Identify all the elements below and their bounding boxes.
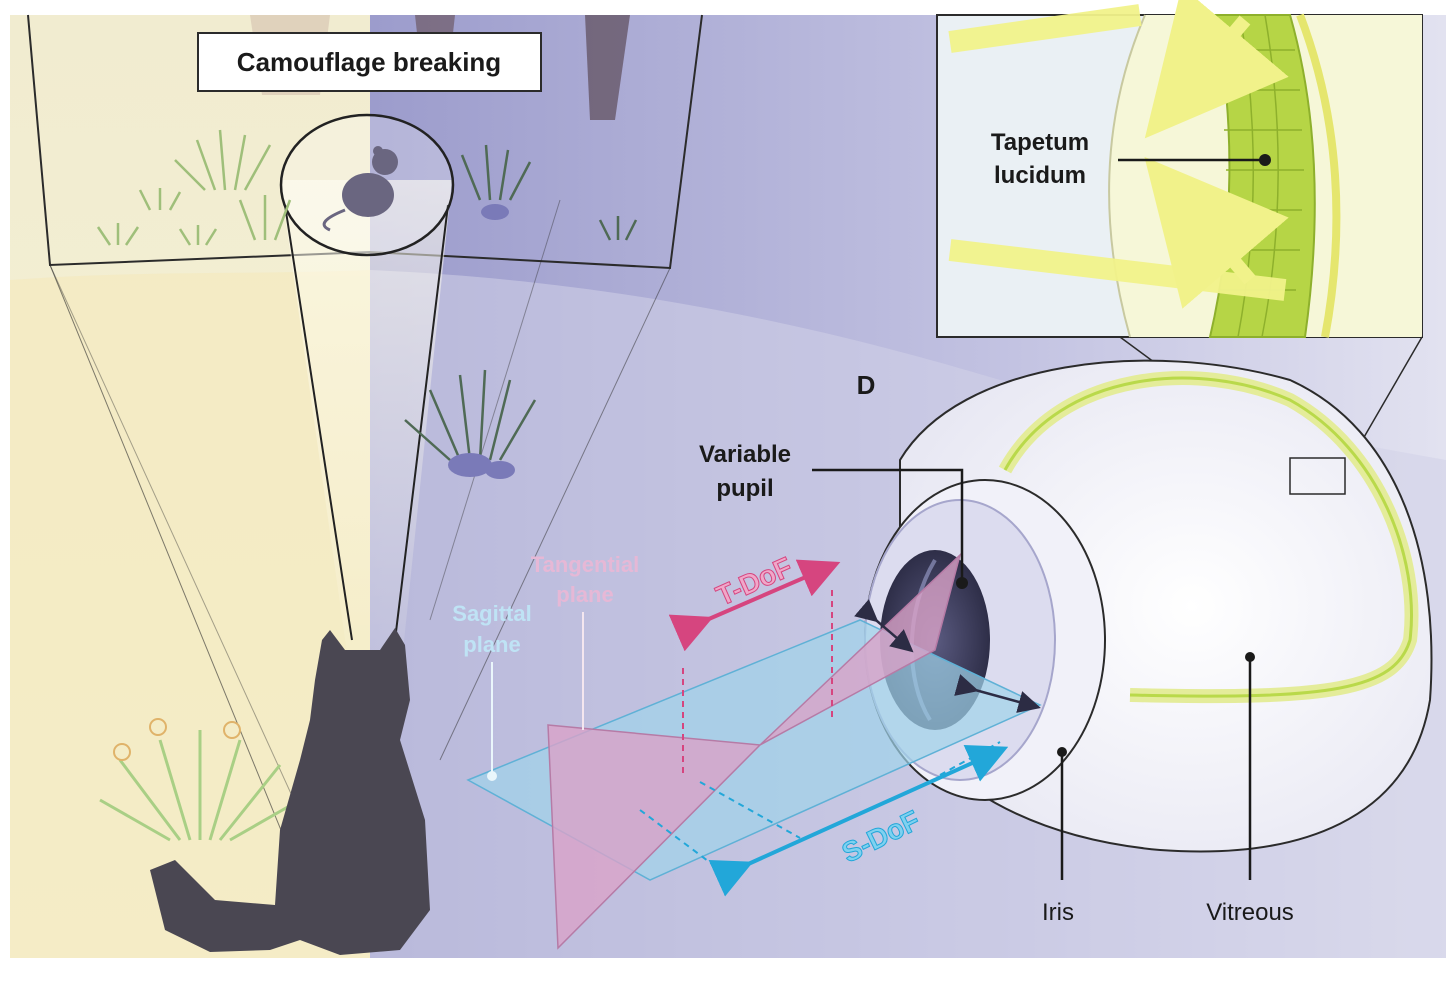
ground-shade — [10, 270, 370, 960]
panel-letter: D — [857, 370, 876, 400]
pupil-aperture-arrow-vertical — [854, 599, 914, 653]
eyeball — [864, 359, 1433, 853]
sagittal-label-line2: plane — [463, 632, 520, 657]
mouse-silhouette — [322, 146, 398, 232]
vitreous-label: Vitreous — [1206, 899, 1294, 926]
variable-pupil-line2: pupil — [716, 475, 773, 502]
tangential-label-line1: Tangential — [531, 552, 639, 577]
cat-silhouette — [150, 628, 430, 955]
variable-pupil-line1: Variable — [699, 441, 791, 468]
tapetum-inset: Tapetum lucidum — [936, 0, 1423, 338]
inset-source-box — [1289, 457, 1346, 495]
rocks-night — [448, 204, 515, 479]
light-cone-outline — [284, 204, 449, 641]
light-cone — [280, 180, 452, 660]
tapetum-label-line1: Tapetum — [991, 129, 1089, 156]
pupil-aperture-arrow-horizontal — [954, 674, 1041, 713]
camouflage-title: Camouflage breaking — [237, 47, 501, 77]
grass-clumps — [96, 129, 292, 246]
sagittal-label-line1: Sagittal — [452, 601, 531, 626]
grass-night — [404, 144, 638, 461]
s-dof-arrow — [708, 744, 1009, 897]
camouflage-title-box: Camouflage breaking — [197, 32, 542, 92]
t-dof-arrow — [668, 559, 841, 652]
tangential-label-line2: plane — [556, 582, 613, 607]
iris-label: Iris — [1042, 899, 1074, 926]
flower-plant — [99, 718, 301, 842]
tree-trunk-night — [585, 15, 630, 120]
variable-pupil-pointer — [812, 468, 964, 580]
bottom-white-margin — [0, 958, 1456, 987]
tapetum-label-line2: lucidum — [994, 162, 1086, 189]
